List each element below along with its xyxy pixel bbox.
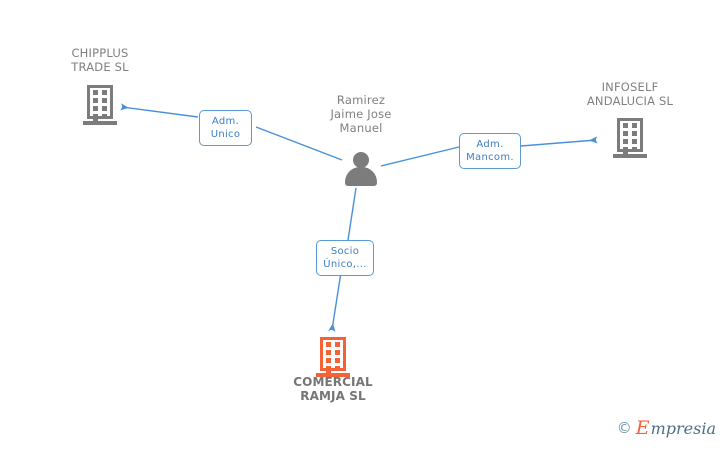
- edge-label-socio-unico[interactable]: Socio Único,...: [316, 240, 374, 276]
- edge-person-infoself: [380, 136, 598, 167]
- copyright-icon: ©: [616, 419, 632, 437]
- edge-person-chipplus: [120, 103, 343, 161]
- node-label-person: Ramirez Jaime Jose Manuel: [330, 93, 392, 135]
- node-label-infoself: INFOSELF ANDALUCIA SL: [586, 80, 674, 108]
- person-icon: [342, 152, 380, 186]
- building-icon: [316, 337, 350, 377]
- edge-label-adm-unico[interactable]: Adm. Unico: [199, 110, 252, 146]
- node-label-chipplus: CHIPPLUS TRADE SL: [71, 46, 129, 74]
- building-icon: [613, 118, 647, 158]
- watermark-brand-rest: mpresia: [650, 418, 716, 438]
- building-icon: [83, 85, 117, 125]
- edge-person-comercial: [328, 187, 357, 332]
- node-label-comercial-ramja: COMERCIAL RAMJA SL: [293, 375, 373, 403]
- edge-label-adm-mancom[interactable]: Adm. Mancom.: [459, 133, 521, 169]
- watermark: © E mpresia: [617, 419, 716, 438]
- watermark-brand-initial: E: [635, 417, 650, 439]
